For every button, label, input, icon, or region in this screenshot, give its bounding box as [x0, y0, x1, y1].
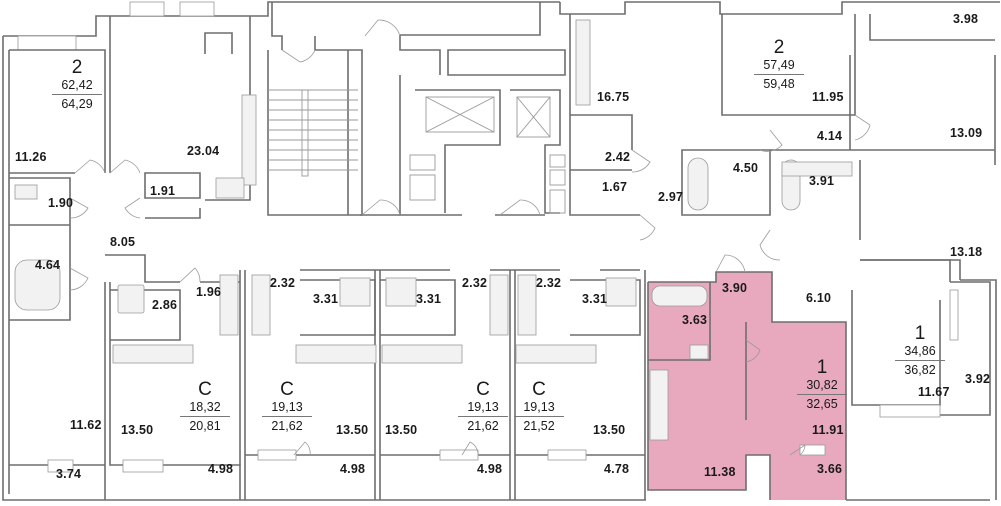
living-area: 34,86 — [895, 344, 945, 361]
living-area: 19,13 — [458, 400, 508, 417]
total-area: 36,82 — [904, 363, 936, 377]
apartment-type: 2 — [773, 37, 785, 58]
apartment-label-studio-4[interactable]: С 19,13 21,52 — [514, 380, 564, 434]
room-area: 13.09 — [950, 126, 983, 140]
apartment-type: С — [198, 379, 212, 400]
room-area: 11.67 — [918, 385, 950, 399]
apartment-label-1-right[interactable]: 1 34,86 36,82 — [895, 324, 945, 378]
studio-walls — [9, 270, 646, 500]
apartment-type: 1 — [816, 357, 828, 378]
apartment-label-1-highlighted[interactable]: 1 30,82 32,65 — [797, 358, 847, 412]
living-area: 57,49 — [754, 58, 804, 75]
room-area: 16.75 — [597, 90, 630, 104]
room-area: 4.64 — [35, 258, 61, 272]
room-area: 3.74 — [56, 467, 82, 481]
living-area: 30,82 — [797, 378, 847, 395]
apartment-label-2-left[interactable]: 2 62,42 64,29 — [52, 58, 102, 112]
apartment-1-right-walls — [781, 161, 991, 418]
apartment-2-left-walls — [9, 1, 257, 321]
apartment-type: С — [280, 379, 294, 400]
room-area: 13.18 — [950, 245, 983, 259]
total-area: 21,52 — [523, 419, 555, 433]
highlighted-apartment-fill — [648, 272, 846, 500]
apartment-label-studio-3[interactable]: С 19,13 21,62 — [458, 380, 508, 434]
apartment-type: 2 — [71, 57, 83, 78]
doors — [69, 19, 871, 456]
apartment-label-studio-1[interactable]: С 18,32 20,81 — [180, 380, 230, 434]
room-area: 1.90 — [48, 196, 74, 210]
room-area: 1.91 — [150, 184, 176, 198]
room-area: 1.96 — [196, 285, 222, 299]
room-area: 2.97 — [658, 190, 684, 204]
apartment-type: С — [476, 379, 490, 400]
room-area: 8.05 — [110, 235, 136, 249]
room-area: 13.50 — [121, 423, 154, 437]
room-area: 3.63 — [682, 313, 708, 327]
room-area: 11.95 — [812, 90, 844, 104]
room-area: 3.91 — [809, 174, 835, 188]
room-area: 11.91 — [812, 423, 844, 437]
room-area: 13.50 — [593, 423, 626, 437]
room-area: 2.42 — [605, 150, 631, 164]
total-area: 21,62 — [271, 419, 303, 433]
living-area: 62,42 — [52, 78, 102, 95]
room-area: 4.50 — [733, 161, 759, 175]
apartment-label-2-top-right[interactable]: 2 57,49 59,48 — [754, 38, 804, 92]
room-area: 3.66 — [817, 462, 843, 476]
apartment-type: 1 — [914, 323, 926, 344]
room-area: 4.14 — [817, 129, 843, 143]
room-area: 4.98 — [340, 462, 366, 476]
room-area: 13.50 — [385, 423, 418, 437]
apartment-1-highlighted-walls — [647, 271, 847, 500]
room-area: 3.31 — [582, 292, 608, 306]
total-area: 21,62 — [467, 419, 499, 433]
room-area: 3.31 — [313, 292, 339, 306]
room-area: 11.38 — [704, 465, 736, 479]
living-area: 19,13 — [514, 400, 564, 417]
room-area: 3.31 — [416, 292, 442, 306]
room-area: 11.26 — [15, 150, 47, 164]
room-area: 23.04 — [187, 144, 220, 158]
room-area: 3.98 — [953, 12, 979, 26]
room-area: 3.90 — [722, 281, 748, 295]
room-area: 4.98 — [208, 462, 234, 476]
room-area: 1.67 — [602, 180, 628, 194]
room-area: 2.32 — [462, 276, 488, 290]
total-area: 59,48 — [763, 77, 795, 91]
apartment-label-studio-2[interactable]: С 19,13 21,62 — [262, 380, 312, 434]
room-area: 13.50 — [336, 423, 369, 437]
room-area: 4.78 — [604, 462, 630, 476]
total-area: 32,65 — [806, 397, 838, 411]
room-area: 3.92 — [965, 372, 991, 386]
stairwell-and-lifts — [267, 2, 566, 216]
living-area: 18,32 — [180, 400, 230, 417]
total-area: 64,29 — [61, 97, 93, 111]
room-area: 6.10 — [806, 291, 832, 305]
living-area: 19,13 — [262, 400, 312, 417]
room-area: 11.62 — [70, 418, 102, 432]
room-area: 4.98 — [477, 462, 503, 476]
room-area: 2.32 — [536, 276, 562, 290]
total-area: 20,81 — [189, 419, 221, 433]
room-area: 2.32 — [270, 276, 296, 290]
apartment-type: С — [532, 379, 546, 400]
room-area: 2.86 — [152, 298, 178, 312]
